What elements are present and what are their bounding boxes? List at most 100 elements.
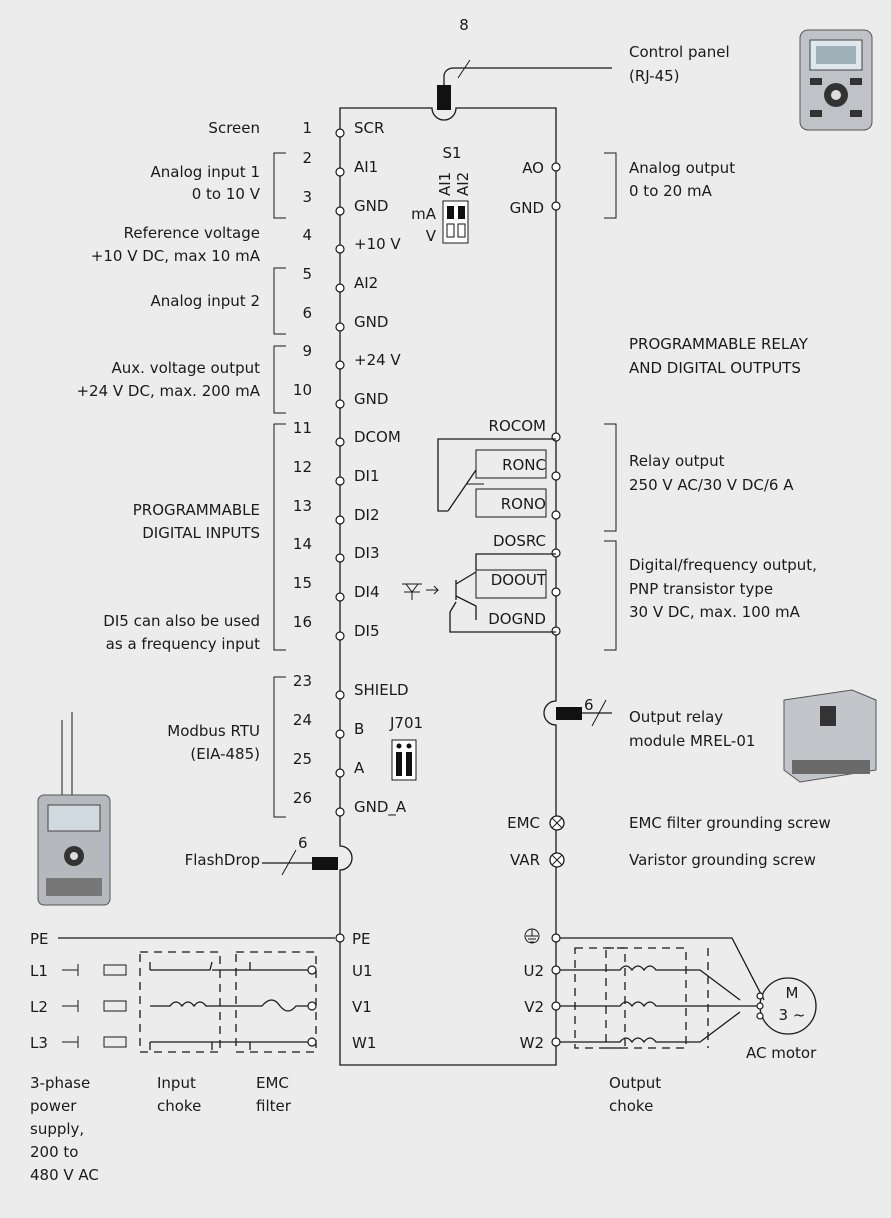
terminal-name: DCOM	[354, 428, 401, 446]
transistor-symbol	[402, 553, 556, 633]
terminal-name: SHIELD	[354, 681, 409, 699]
terminal-screw[interactable]	[335, 515, 345, 525]
var-screw-label: VAR	[510, 851, 540, 869]
digital-output-label: Digital/frequency output,	[629, 556, 817, 574]
emc-screw-icon[interactable]	[549, 815, 565, 831]
modbus-label: Modbus RTU	[167, 722, 260, 740]
output-terminal-screw[interactable]	[551, 510, 561, 520]
terminal-screw[interactable]	[335, 167, 345, 177]
terminal-screw[interactable]	[335, 690, 345, 700]
output-terminal-screw[interactable]	[551, 162, 561, 172]
prog-relay-label: PROGRAMMABLE RELAY	[629, 335, 809, 353]
terminal-screw[interactable]	[335, 476, 345, 486]
supply-label-1: 3-phase	[30, 1074, 90, 1092]
terminal-screw[interactable]	[335, 206, 345, 216]
ronc-terminal: RONC	[502, 456, 546, 474]
switch-s1-v: V	[426, 227, 437, 245]
terminal-screw[interactable]	[335, 399, 345, 409]
terminal-number: 13	[293, 497, 312, 515]
flashdrop-slash	[281, 849, 297, 876]
output-terminal-screw[interactable]	[551, 548, 561, 558]
terminal-screw[interactable]	[335, 437, 345, 447]
mrel-module-image	[783, 689, 877, 783]
terminal-screw[interactable]	[335, 244, 345, 254]
var-screw-icon[interactable]	[549, 852, 565, 868]
output-terminal-screw[interactable]	[551, 626, 561, 636]
terminal-number: 2	[302, 149, 312, 167]
gnd-out-terminal: GND	[510, 199, 544, 217]
terminal-number: 4	[302, 226, 312, 244]
terminal-screw[interactable]	[335, 322, 345, 332]
output-terminal-screw[interactable]	[551, 471, 561, 481]
terminal-screw[interactable]	[335, 360, 345, 370]
terminal-number: 26	[293, 789, 312, 807]
terminal-name: AI1	[354, 158, 378, 176]
terminal-screw[interactable]	[335, 592, 345, 602]
di5-note-2: as a frequency input	[106, 635, 260, 653]
switch-s1-ma: mA	[411, 205, 437, 223]
relay-symbol	[437, 438, 556, 518]
terminal-screw[interactable]	[335, 128, 345, 138]
terminal-number: 24	[293, 711, 312, 729]
switch-s1-label: S1	[442, 144, 461, 162]
terminal-name: GND	[354, 197, 388, 215]
supply-wiring	[58, 937, 335, 1053]
terminal-screw[interactable]	[335, 553, 345, 563]
w1-terminal: W1	[352, 1034, 376, 1052]
supply-label-4: 200 to	[30, 1143, 78, 1161]
jumper-j701[interactable]	[391, 739, 417, 781]
flashdrop-device-image	[37, 712, 111, 906]
top-cable-count: 8	[459, 16, 469, 34]
mrel-label: Output relay	[629, 708, 723, 726]
ao-terminal: AO	[522, 159, 544, 177]
terminal-number: 3	[302, 188, 312, 206]
input-choke-label-2: choke	[157, 1097, 201, 1115]
terminal-screw[interactable]	[335, 729, 345, 739]
terminal-screw[interactable]	[335, 768, 345, 778]
pe-supply-label: PE	[30, 930, 49, 948]
terminal-name: AI2	[354, 274, 378, 292]
analog-input-2-label: Analog input 2	[151, 292, 261, 310]
reference-voltage-label: Reference voltage	[124, 224, 260, 242]
emc-screw-label: EMC	[507, 814, 540, 832]
terminal-screw[interactable]	[335, 807, 345, 817]
digital-output-spec: 30 V DC, max. 100 mA	[629, 603, 801, 621]
l1-label: L1	[30, 962, 48, 980]
rono-terminal: RONO	[501, 495, 546, 513]
terminal-number: 16	[293, 613, 312, 631]
cable-slash	[457, 59, 471, 79]
motor-m: M	[786, 984, 799, 1002]
v2-terminal: V2	[524, 998, 544, 1016]
analog-output-range: 0 to 20 mA	[629, 182, 713, 200]
terminal-name: B	[354, 720, 364, 738]
terminal-number: 11	[293, 419, 312, 437]
supply-label-2: power	[30, 1097, 77, 1115]
input-choke-label: Input	[157, 1074, 196, 1092]
terminal-screw[interactable]	[335, 283, 345, 293]
terminal-screw[interactable]	[335, 631, 345, 641]
drive-outline	[339, 107, 557, 1066]
w2-terminal: W2	[520, 1034, 544, 1052]
motor-phase: 3 ~	[779, 1006, 806, 1024]
output-terminal-screw[interactable]	[551, 432, 561, 442]
output-terminals	[551, 162, 561, 636]
relay-output-spec: 250 V AC/30 V DC/6 A	[629, 476, 794, 494]
rocom-terminal: ROCOM	[489, 417, 546, 435]
flashdrop-count: 6	[298, 834, 308, 852]
input-terminals	[307, 933, 345, 1047]
ground-symbol-icon	[524, 928, 540, 944]
ac-motor-icon	[756, 977, 817, 1035]
ac-motor-label: AC motor	[746, 1044, 817, 1062]
l3-label: L3	[30, 1034, 48, 1052]
right-brackets	[604, 152, 617, 651]
screen-label: Screen	[208, 119, 260, 137]
control-panel-cable	[443, 67, 612, 88]
terminal-name: GND_A	[354, 798, 407, 817]
terminal-name: DI2	[354, 506, 380, 524]
output-terminal-screw[interactable]	[551, 201, 561, 211]
control-panel-label: Control panel	[629, 43, 730, 61]
output-terminal-screw[interactable]	[551, 587, 561, 597]
switch-s1[interactable]	[442, 200, 469, 244]
emc-filter-label: EMC	[256, 1074, 289, 1092]
